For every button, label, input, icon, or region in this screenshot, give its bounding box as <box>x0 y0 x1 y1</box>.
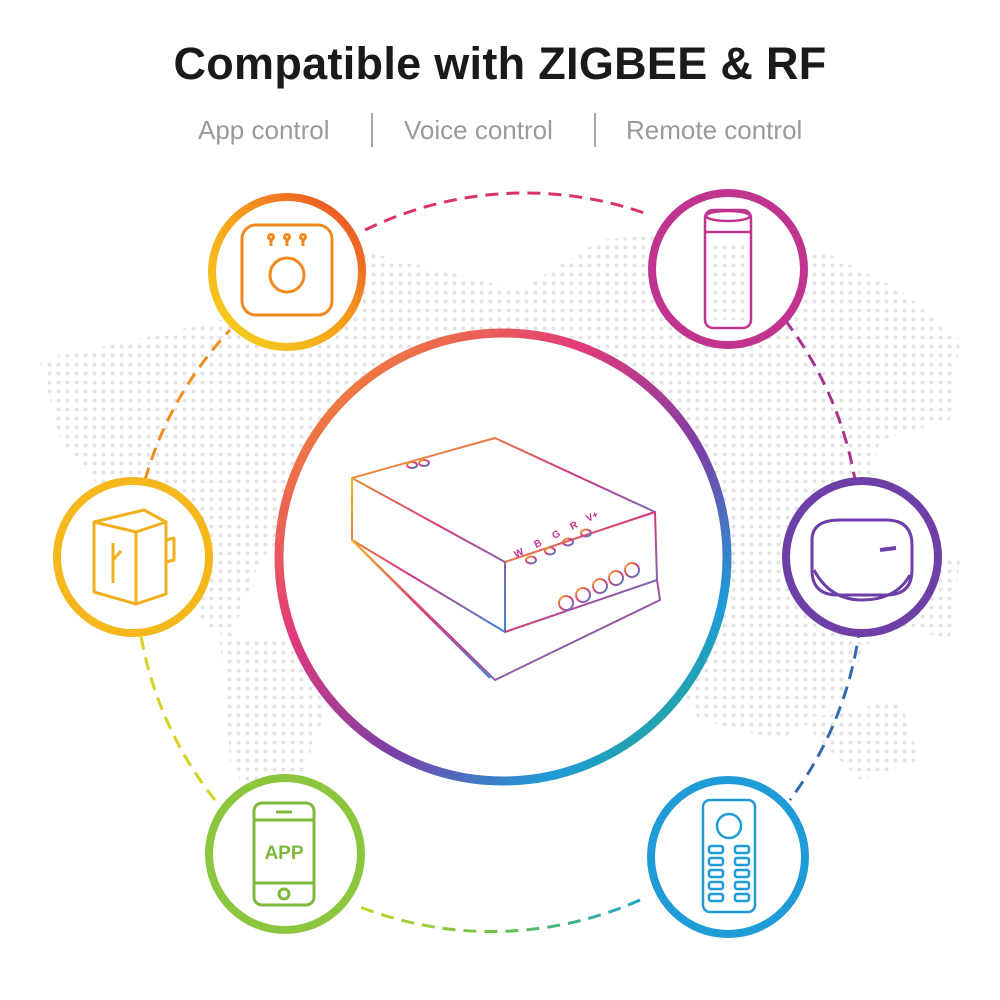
remote-device <box>647 776 809 938</box>
page-title: Compatible with ZIGBEE & RF <box>173 38 827 89</box>
connection-ring <box>138 191 862 934</box>
gateway-device <box>782 477 942 637</box>
feature-divider <box>594 113 596 147</box>
smart-plug-icon <box>92 508 176 606</box>
channel-label-b: B <box>532 538 543 551</box>
zigbee-hub-icon <box>240 223 334 317</box>
smart-speaker-icon <box>703 208 753 330</box>
speaker-device <box>648 189 808 349</box>
hub-device <box>208 193 366 351</box>
led-controller-icon <box>351 437 661 681</box>
feature-app-control: App control <box>198 115 330 145</box>
feature-remote-control: Remote control <box>626 115 803 145</box>
phone-app-icon <box>252 801 316 907</box>
plug-device <box>53 477 213 637</box>
channel-label-v: V+ <box>584 509 600 524</box>
gateway-icon <box>810 518 914 602</box>
rf-remote-icon <box>701 798 757 914</box>
center-controller: W B G R V+ <box>274 328 732 786</box>
feature-voice-control: Voice control <box>404 115 553 145</box>
feature-divider <box>371 113 373 147</box>
app-label: APP <box>264 843 303 864</box>
phone-device: APP <box>205 774 365 934</box>
